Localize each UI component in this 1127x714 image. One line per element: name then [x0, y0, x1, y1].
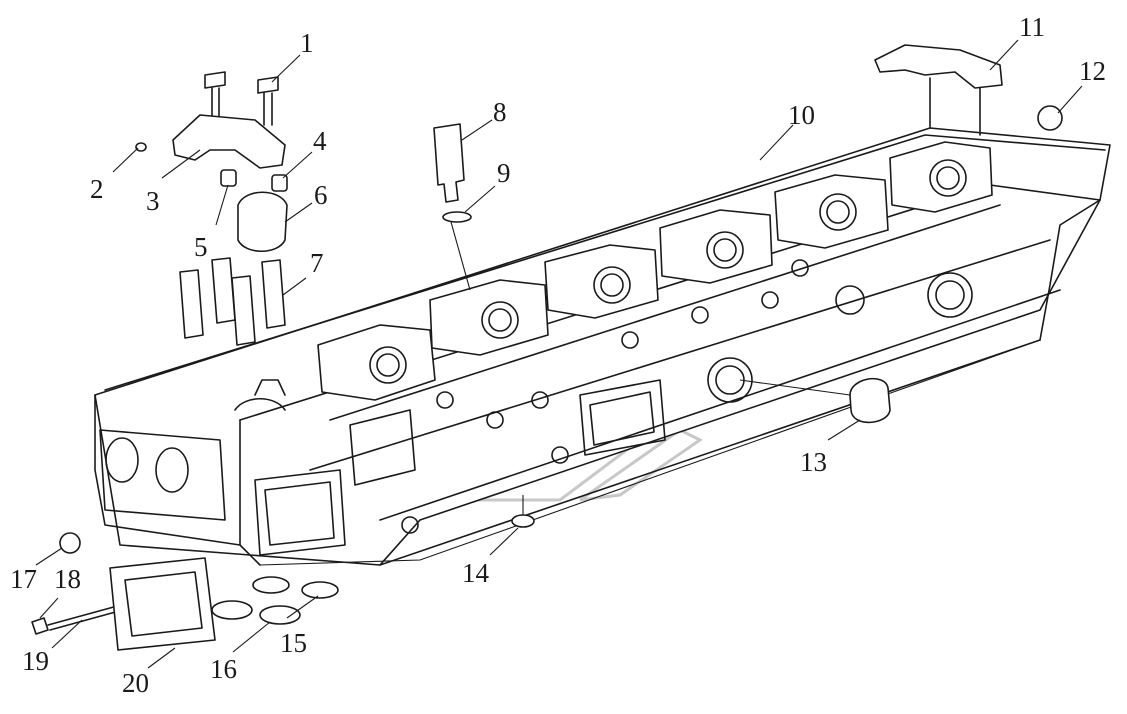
leader-lines [35, 39, 1083, 669]
cam-bearing-towers [234, 141, 993, 411]
callout-11: 11 [1019, 12, 1045, 42]
long-bolt-item-19 [31, 617, 49, 635]
sleeve-item-4 [271, 174, 288, 192]
callout-12: 12 [1079, 56, 1106, 86]
callout-20: 20 [122, 668, 149, 698]
bearing-cap-item-3 [172, 114, 286, 169]
callout-4: 4 [313, 126, 327, 156]
callout-9: 9 [497, 158, 511, 188]
callout-8: 8 [493, 97, 507, 127]
bearing-cap-item-11 [874, 44, 1003, 89]
callout-15: 15 [280, 628, 307, 658]
dowel-pin-item-2 [135, 142, 147, 152]
callout-17: 17 [10, 564, 37, 594]
callout-19: 19 [22, 646, 49, 676]
callout-16: 16 [210, 654, 237, 684]
o-ring-item-9 [442, 211, 472, 223]
callout-18: 18 [54, 564, 81, 594]
callout-14: 14 [462, 558, 489, 588]
callout-10: 10 [788, 100, 815, 130]
injector-sleeve-item-8 [433, 123, 465, 203]
callout-2: 2 [90, 174, 104, 204]
gasket-item-20 [109, 557, 216, 651]
seals-item-15-16 [211, 576, 339, 625]
callout-7: 7 [310, 248, 324, 278]
callout-3: 3 [146, 186, 160, 216]
sleeve-item-5 [220, 169, 237, 187]
plug-item-13 [849, 377, 891, 424]
callout-1: 1 [300, 28, 314, 58]
callout-13: 13 [800, 447, 827, 477]
plug-item-17 [59, 532, 81, 554]
callout-6: 6 [314, 180, 328, 210]
plug-item-14 [511, 514, 535, 528]
plug-item-12 [1037, 105, 1063, 131]
valve-guides-item-7 [179, 257, 286, 346]
bearing-shell-item-6 [237, 191, 288, 252]
callout-5: 5 [194, 232, 208, 262]
